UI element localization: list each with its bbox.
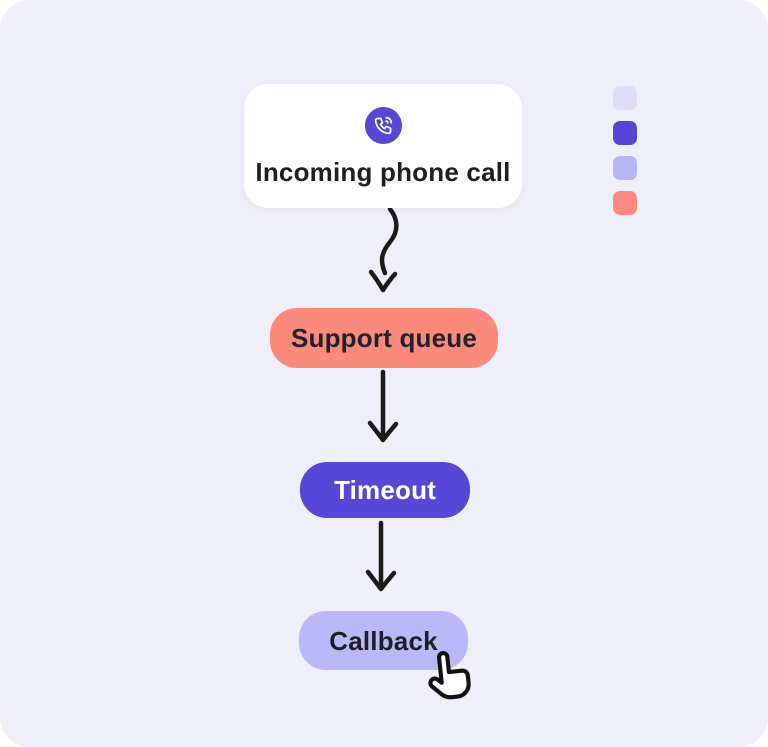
node-label-incoming-phone-call: Incoming phone call (255, 157, 511, 187)
legend-swatch-salmon (613, 191, 637, 215)
flow-node-timeout[interactable]: Timeout (300, 462, 470, 518)
legend-swatch-pale-lavender (613, 86, 637, 110)
flow-node-support-queue[interactable]: Support queue (270, 308, 498, 368)
node-label-callback: Callback (329, 625, 438, 656)
hand-pointer-icon (428, 651, 471, 700)
legend-swatch-purple (613, 121, 637, 145)
phone-call-icon (364, 107, 402, 144)
legend-swatch-lavender (613, 156, 637, 180)
color-legend (613, 86, 637, 215)
node-label-support-queue: Support queue (290, 323, 478, 353)
flow-node-incoming-phone-call[interactable]: Incoming phone call (244, 84, 522, 208)
node-label-timeout: Timeout (333, 475, 437, 505)
